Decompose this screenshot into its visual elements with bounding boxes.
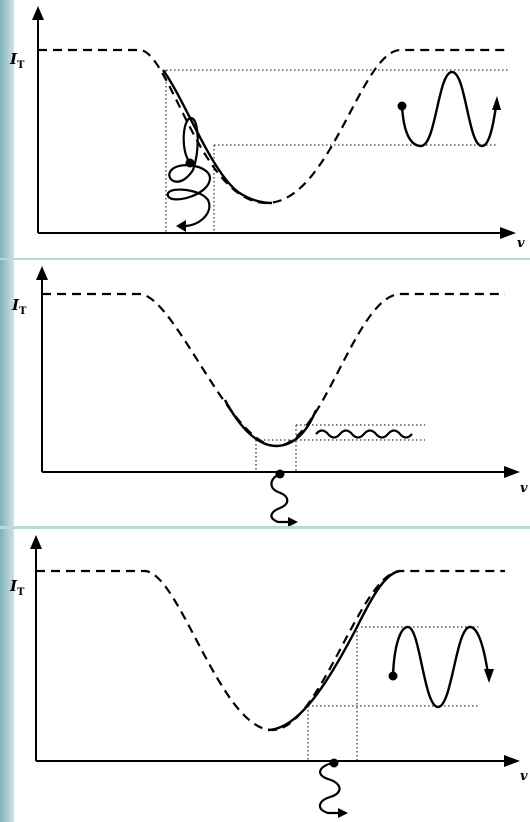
panel-middle-diagram xyxy=(36,266,520,526)
input-wave xyxy=(270,472,292,524)
output-arrow-icon xyxy=(484,669,494,683)
x-axis-arrow-icon xyxy=(500,227,516,239)
transmission-curve-dashed xyxy=(42,292,505,448)
y-axis-label: IT xyxy=(12,296,27,317)
output-ripple xyxy=(315,429,413,439)
panel-edge xyxy=(0,0,14,258)
panel-bottom: IT v xyxy=(0,526,530,822)
transmission-curve-solid xyxy=(267,569,401,732)
guide-lines xyxy=(307,626,480,761)
input-arrow-icon xyxy=(288,517,298,526)
transmission-curve-dashed xyxy=(38,48,505,205)
panel-top: IT v xyxy=(0,0,530,258)
y-axis-arrow-icon xyxy=(32,6,44,20)
guide-lines xyxy=(255,424,425,472)
y-axis-arrow-icon xyxy=(36,266,48,280)
input-arrow-icon xyxy=(338,808,348,818)
x-axis-label: v xyxy=(520,481,528,496)
panel-top-diagram xyxy=(32,6,516,239)
output-start-dot xyxy=(397,101,407,111)
x-axis-label: v xyxy=(520,769,528,784)
input-wave xyxy=(318,761,342,815)
input-start-dot xyxy=(329,758,339,768)
transmission-curve-solid xyxy=(162,69,273,205)
panel-edge xyxy=(0,260,14,526)
y-axis-arrow-icon xyxy=(30,535,42,549)
output-oscillation xyxy=(391,625,490,709)
y-axis-label: IT xyxy=(10,50,25,71)
panel-middle: IT v xyxy=(0,258,530,526)
output-start-dot xyxy=(388,671,398,681)
guide-lines xyxy=(165,69,510,233)
panel-edge xyxy=(0,529,14,822)
output-oscillation xyxy=(400,70,498,148)
x-axis-label: v xyxy=(517,236,525,251)
y-axis-label: IT xyxy=(10,577,25,598)
panel-bottom-diagram xyxy=(30,535,520,818)
transmission-curve-solid xyxy=(223,399,318,448)
input-start-dot xyxy=(185,158,195,168)
x-axis-arrow-icon xyxy=(504,466,520,478)
input-arrow-icon xyxy=(176,220,186,232)
x-axis-arrow-icon xyxy=(504,755,520,767)
input-spiral xyxy=(166,116,212,228)
output-arrow-icon xyxy=(492,96,501,110)
input-start-dot xyxy=(275,469,285,479)
